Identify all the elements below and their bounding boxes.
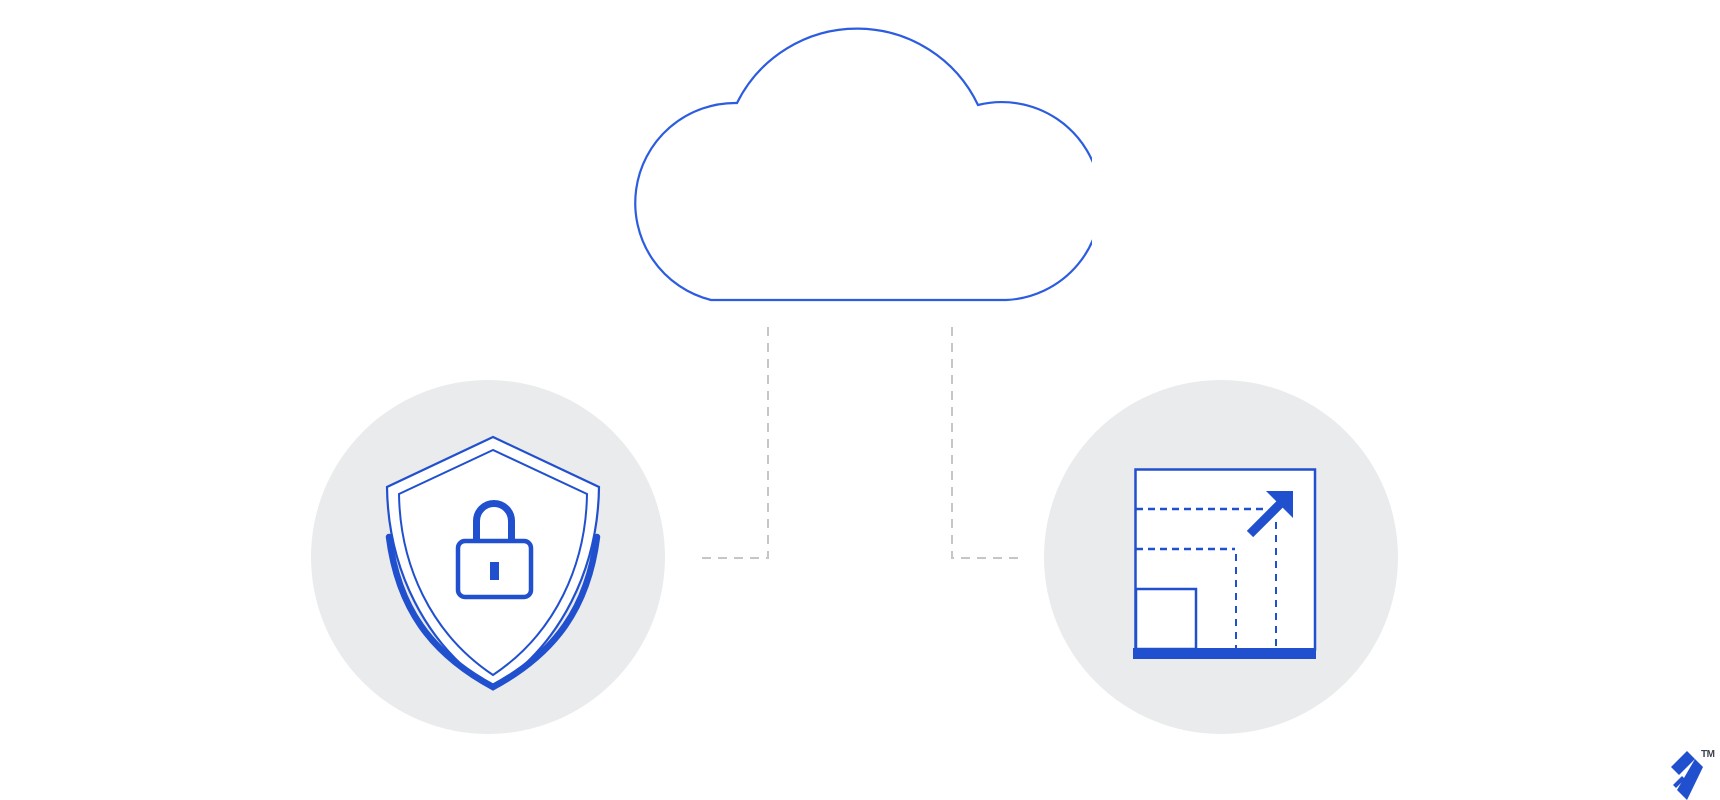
scalability-node-circle — [1044, 380, 1398, 734]
security-node-circle — [311, 380, 665, 734]
trademark-label: TM — [1701, 749, 1715, 760]
scale-bottom-bar — [1133, 648, 1316, 659]
logomark-chevron-bar — [1677, 759, 1703, 800]
connector-right-dashed-line — [951, 327, 1023, 559]
arrow-head — [1266, 491, 1293, 518]
lock-shackle — [473, 500, 515, 543]
shield-inner-outline — [397, 448, 589, 677]
cloud-outline — [634, 27, 1092, 302]
lock-keyhole — [490, 562, 499, 580]
shield-bottom-swoosh — [385, 533, 601, 691]
connector-left-dashed-line — [696, 327, 769, 559]
toptal-logomark: TM — [1671, 749, 1715, 800]
scale-expand-icon — [1133, 468, 1317, 659]
shield-lock-icon — [385, 435, 601, 691]
cloud-icon — [634, 27, 1092, 302]
arrow-shaft — [1246, 497, 1287, 538]
scale-small-square — [1134, 587, 1198, 651]
logomark-inner-slash — [1673, 776, 1685, 788]
logomark-top-bar — [1671, 751, 1695, 775]
